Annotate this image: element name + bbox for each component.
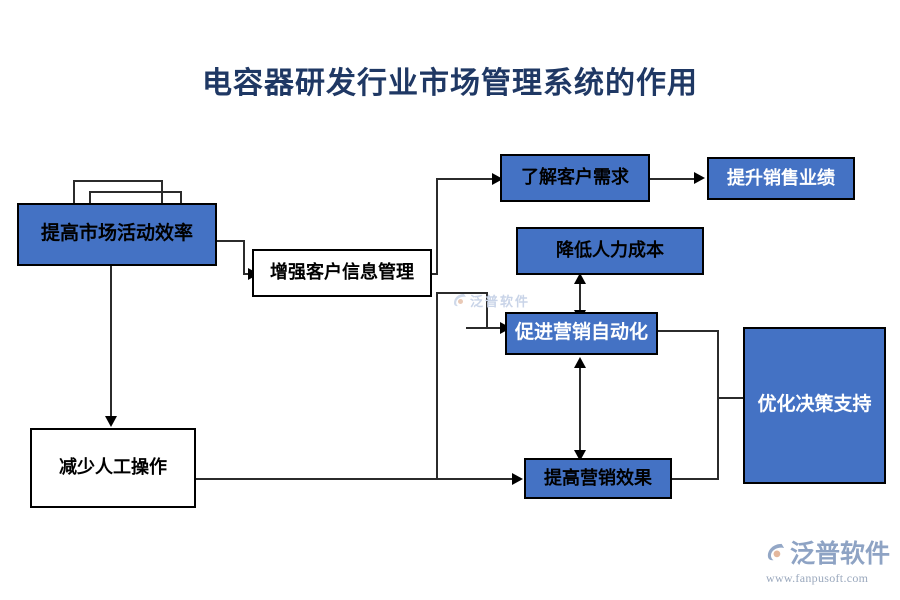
bracket-outer-left	[73, 180, 75, 204]
arrowhead-to-manualwork	[105, 416, 117, 427]
connector-customerinfo-to-needs-seg3	[436, 178, 498, 180]
node-customer-info[interactable]: 增强客户信息管理	[252, 249, 432, 297]
connector-efficiency-to-customerinfo-seg1	[215, 240, 245, 242]
bracket-outer-top	[73, 180, 163, 182]
connector-laborcost-automation	[579, 276, 581, 318]
node-understand-needs[interactable]: 了解客户需求	[500, 154, 650, 202]
watermark-logo-icon	[454, 294, 466, 307]
connector-customerinfo-trunk	[436, 292, 438, 480]
connector-automation-to-decision-seg3	[717, 397, 745, 399]
node-label: 促进营销自动化	[514, 322, 648, 344]
bracket-inner-left	[89, 191, 91, 205]
node-optimize-decision[interactable]: 优化决策支持	[743, 327, 886, 484]
node-label: 优化决策支持	[757, 394, 872, 416]
node-label: 提升销售业绩	[727, 167, 835, 188]
node-label: 提高市场活动效率	[40, 223, 193, 245]
node-reduce-manual-work[interactable]: 减少人工操作	[30, 428, 196, 508]
node-label: 增强客户信息管理	[270, 262, 414, 283]
arrowhead-up-to-automation	[574, 357, 586, 368]
bracket-inner-right	[180, 191, 182, 205]
connector-customerinfo-to-automation-seg2	[486, 292, 488, 329]
node-improve-efficiency[interactable]: 提高市场活动效率	[17, 203, 217, 266]
node-label: 减少人工操作	[59, 457, 167, 478]
connector-automation-to-decision-seg1	[658, 330, 719, 332]
node-label: 了解客户需求	[521, 167, 629, 188]
arrowhead-to-understand-needs	[492, 173, 503, 185]
connector-customerinfo-to-automation-seg1	[436, 292, 488, 294]
connector-customerinfo-to-needs-seg1	[430, 273, 438, 275]
connector-automation-results	[579, 360, 581, 458]
node-marketing-automation[interactable]: 促进营销自动化	[505, 312, 658, 355]
connector-results-to-decision-seg1	[672, 478, 719, 480]
connector-manualwork-to-results	[196, 478, 518, 480]
connector-automation-to-decision-seg2	[717, 330, 719, 399]
arrowhead-to-boost-sales	[694, 172, 705, 184]
connector-needs-to-sales	[650, 178, 700, 180]
node-label: 降低人力成本	[556, 240, 664, 261]
brand-logo-icon	[767, 543, 785, 561]
connector-customerinfo-to-automation-seg3	[466, 327, 506, 329]
brand-logo-text: 泛普软件	[789, 540, 890, 568]
page-title: 电容器研发行业市场管理系统的作用	[202, 67, 698, 100]
connector-customerinfo-to-needs-seg2	[436, 178, 438, 274]
connector-results-to-decision-seg2	[717, 397, 719, 480]
brand-logo-url: www.fanpusoft.com	[766, 571, 869, 585]
connector-efficiency-to-manualwork	[110, 265, 112, 422]
node-marketing-results[interactable]: 提高营销效果	[524, 458, 672, 499]
node-label: 提高营销效果	[544, 467, 652, 488]
arrowhead-down-to-results	[574, 450, 586, 461]
bracket-inner-top	[89, 191, 182, 193]
connector-efficiency-to-customerinfo-seg2	[243, 240, 245, 274]
brand-logo: 泛普软件 www.fanpusoft.com	[766, 534, 890, 590]
node-reduce-labor-cost[interactable]: 降低人力成本	[516, 227, 704, 275]
arrowhead-up-to-labor-cost	[574, 273, 586, 284]
arrowhead-to-marketing-results	[512, 473, 523, 485]
node-boost-sales[interactable]: 提升销售业绩	[707, 157, 855, 200]
